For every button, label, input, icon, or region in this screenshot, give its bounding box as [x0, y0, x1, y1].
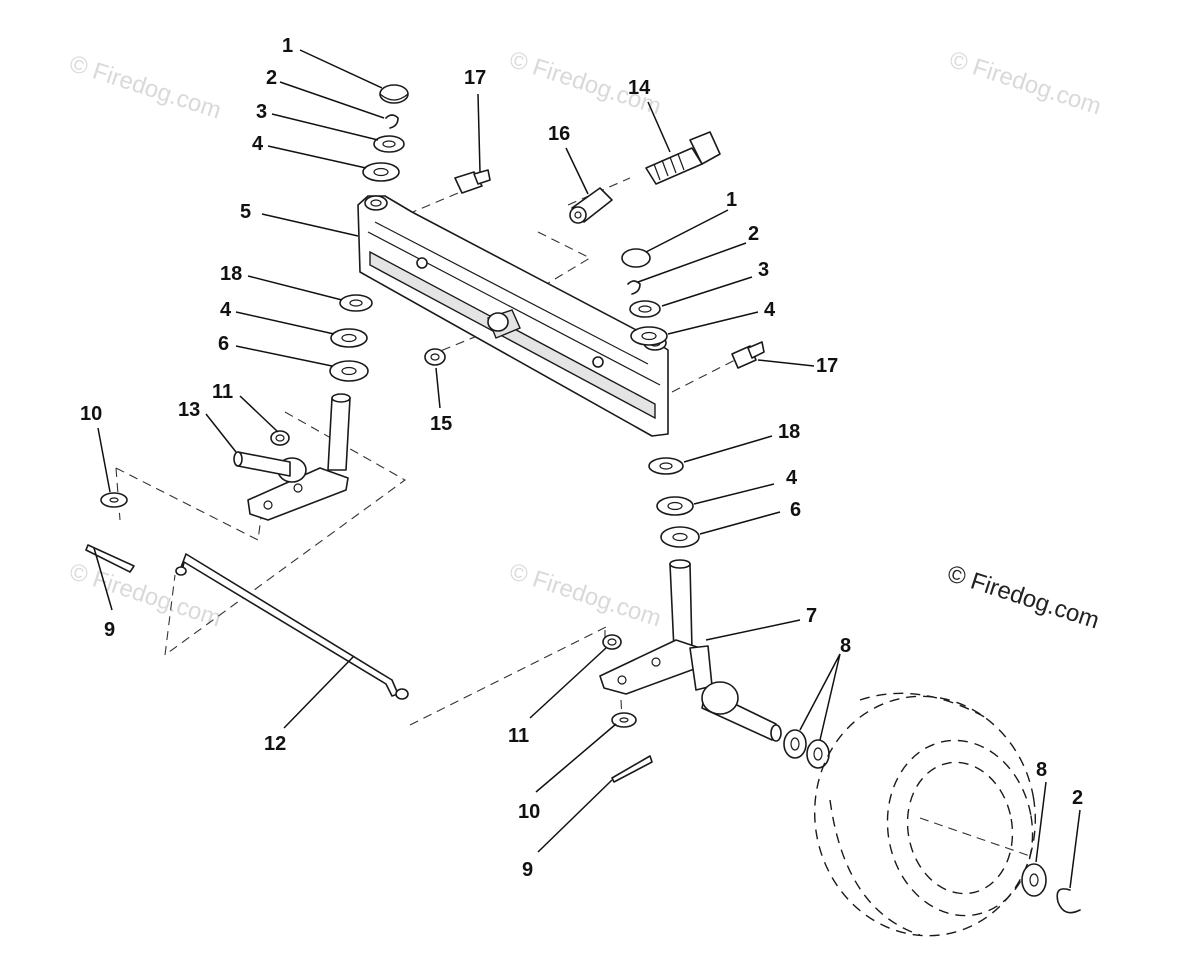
leader-lines	[93, 49, 1081, 889]
grease-fitting-right	[731, 341, 765, 369]
washer	[806, 739, 830, 769]
washer	[100, 492, 128, 508]
bushing	[660, 526, 700, 548]
washer	[330, 328, 368, 348]
left-top-stack	[362, 84, 409, 182]
callout-6: 6	[790, 499, 801, 521]
callout-14: 14	[628, 77, 651, 99]
cap	[621, 248, 651, 268]
grease-fitting-left	[454, 169, 491, 194]
bushing	[329, 360, 369, 382]
wheel-hardware	[1021, 863, 1081, 914]
axle-stub	[237, 451, 291, 477]
callout-4: 4	[764, 299, 776, 321]
right-top-stack	[621, 248, 668, 346]
callout-10: 10	[518, 801, 540, 823]
callout-17: 17	[816, 355, 838, 377]
washer	[611, 712, 637, 728]
retaining-ring	[385, 114, 399, 129]
beam-hole	[416, 257, 428, 269]
left-spindle	[233, 393, 351, 521]
washer	[629, 300, 661, 318]
callout-9: 9	[104, 619, 115, 641]
callout-2: 2	[748, 223, 759, 245]
washer	[362, 162, 400, 182]
beam-hole	[592, 356, 604, 368]
callout-1: 1	[282, 35, 293, 57]
nut-center	[424, 348, 446, 366]
cotter-pin	[85, 544, 135, 573]
washer	[656, 496, 694, 516]
retaining-ring	[1056, 888, 1081, 914]
left-lower-stack	[329, 294, 373, 382]
callout-6: 6	[218, 333, 229, 355]
callout-1: 1	[726, 189, 737, 211]
callout-2: 2	[1072, 787, 1083, 809]
callout-17: 17	[464, 67, 486, 89]
callout-4: 4	[252, 133, 264, 155]
callout-5: 5	[240, 201, 251, 223]
pivot-bolt	[645, 131, 721, 185]
nut	[602, 634, 622, 650]
retaining-ring	[627, 280, 641, 295]
washer	[339, 294, 373, 312]
wheel-washers	[783, 729, 830, 769]
spacer-tube	[569, 187, 613, 224]
callout-10: 10	[80, 403, 102, 425]
axle-beam	[357, 195, 669, 437]
callout-15: 15	[430, 413, 452, 435]
callout-9: 9	[522, 859, 533, 881]
right-cotter-hardware	[602, 634, 653, 783]
callout-12: 12	[264, 733, 286, 755]
callout-3: 3	[256, 101, 267, 123]
callout-13: 13	[178, 399, 200, 421]
callout-11: 11	[508, 725, 529, 747]
cotter-pin	[611, 755, 653, 783]
wheel-outline	[813, 692, 1037, 937]
callout-16: 16	[548, 123, 570, 145]
right-spindle	[599, 559, 782, 742]
callout-7: 7	[806, 605, 817, 627]
right-lower-stack	[648, 457, 700, 548]
callout-8: 8	[1036, 759, 1047, 781]
tie-rod	[175, 553, 409, 700]
beam-pivot-left	[364, 195, 388, 211]
callouts: 1 2 3 4 5 18 4 6 11 13 10 9 12 17 16 14 …	[80, 35, 1083, 881]
washer	[373, 135, 405, 153]
callout-18: 18	[778, 421, 800, 443]
washer	[630, 326, 668, 346]
washer	[1021, 863, 1047, 897]
left-cotter-hardware	[85, 492, 135, 573]
watermark-text: © Firedog.com	[946, 46, 1104, 120]
washer	[648, 457, 684, 475]
callout-8: 8	[840, 635, 851, 657]
nut	[270, 430, 290, 446]
callout-2: 2	[266, 67, 277, 89]
washer	[783, 729, 807, 759]
callout-4: 4	[220, 299, 232, 321]
callout-18: 18	[220, 263, 242, 285]
watermark-text: © Firedog.com	[506, 558, 664, 632]
callout-11: 11	[212, 381, 233, 403]
callout-4: 4	[786, 467, 798, 489]
copyright-text: © Firedog.com	[944, 560, 1102, 634]
watermark-text: © Firedog.com	[66, 50, 224, 124]
callout-3: 3	[758, 259, 769, 281]
